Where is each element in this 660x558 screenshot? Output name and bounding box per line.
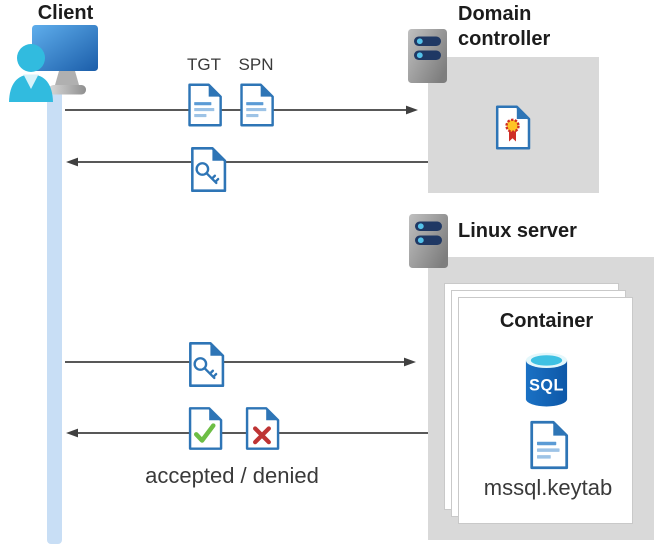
service-ticket-key-icon-2 (189, 342, 225, 387)
tgt-ticket-icon (188, 83, 222, 127)
arrow-domain-controller-to-client (66, 157, 428, 167)
keytab-file-icon (530, 420, 569, 470)
accepted-denied-label: accepted / denied (145, 463, 319, 488)
linux-server-icon (409, 214, 448, 268)
sql-database-icon: SQL (525, 352, 568, 407)
client-icon (9, 25, 98, 102)
sql-badge-text: SQL (529, 376, 564, 394)
service-ticket-key-icon (191, 147, 227, 192)
client-label: Client (37, 2, 94, 24)
certificate-icon (495, 105, 531, 150)
tgt-label: TGT (187, 55, 221, 74)
domain-controller-label: Domain controller (458, 3, 551, 50)
arrow-client-to-linux-server (65, 357, 416, 367)
spn-label: SPN (238, 55, 274, 74)
linux-server-label: Linux server (458, 220, 577, 242)
container-card (458, 297, 633, 524)
container-label: Container (499, 310, 594, 332)
domain-controller-server-icon (408, 29, 447, 83)
client-timeline-bar (47, 86, 62, 544)
keytab-label: mssql.keytab (483, 475, 613, 500)
spn-ticket-icon (240, 83, 274, 127)
accepted-document-icon (188, 407, 223, 450)
denied-document-icon (245, 407, 280, 450)
arrow-client-to-domain-controller (65, 105, 418, 115)
